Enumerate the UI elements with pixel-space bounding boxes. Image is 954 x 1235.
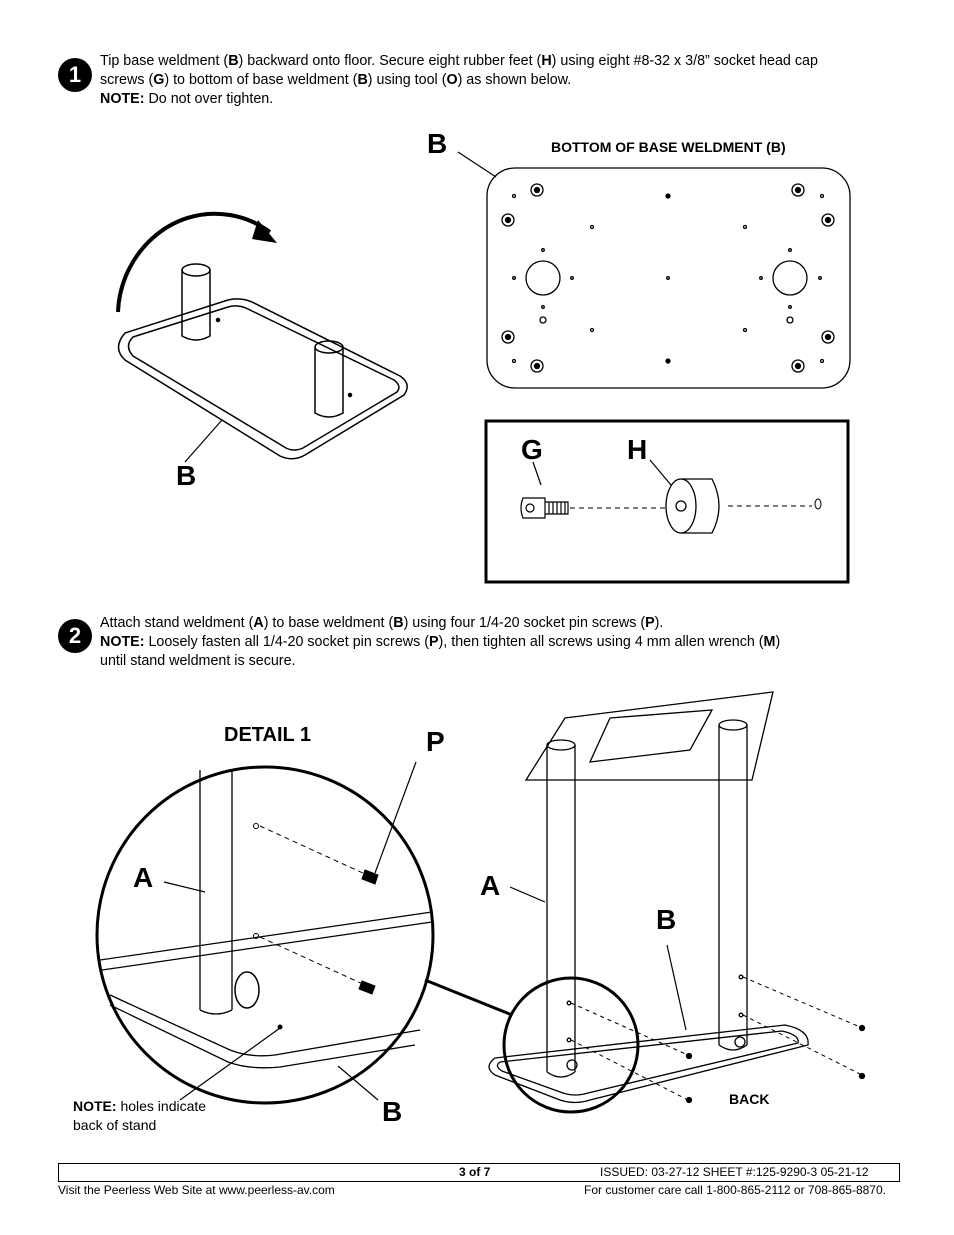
label-pin-screw-p: P <box>426 726 445 757</box>
step-1-note: NOTE: Do not over tighten. <box>100 91 274 107</box>
rubber-foot-icon <box>665 478 720 534</box>
step-1-badge: 1 <box>58 58 92 92</box>
stand-assembly-drawing <box>488 691 866 1114</box>
back-label: BACK <box>729 1091 770 1107</box>
corner-feet-holes <box>501 183 835 373</box>
socket-pin-screw-icon <box>358 980 376 995</box>
footer-bar: 3 of 7 ISSUED: 03-27-12 SHEET #:125-9290… <box>58 1163 900 1182</box>
bottom-of-base-caption: BOTTOM OF BASE WELDMENT (B) <box>551 139 786 155</box>
step-2-badge: 2 <box>58 619 92 653</box>
step-1-line-2: screws (G) to bottom of base weldment (B… <box>100 72 572 88</box>
website-link[interactable]: Visit the Peerless Web Site at www.peerl… <box>58 1183 335 1197</box>
step-2-line-1: Attach stand weldment (A) to base weldme… <box>100 615 664 631</box>
customer-care-text: For customer care call 1-800-865-2112 or… <box>584 1183 886 1197</box>
page-number: 3 of 7 <box>459 1165 491 1179</box>
label-base-weldment-top: B <box>427 128 448 159</box>
label-base-b-detail: B <box>382 1096 403 1127</box>
label-base-b-main: B <box>656 904 677 935</box>
label-screw-g: G <box>521 434 543 465</box>
socket-pin-screw-icon <box>361 869 379 885</box>
step-2-line-2: NOTE: Loosely fasten all 1/4-20 socket p… <box>100 634 781 650</box>
label-base-weldment-left: B <box>176 460 197 491</box>
step-1-instructions: Tip base weldment (B) backward onto floo… <box>100 52 900 109</box>
step-2-line-3: until stand weldment is secure. <box>100 653 296 669</box>
hardware-detail-box <box>484 419 850 584</box>
label-stand-a-detail: A <box>133 862 154 893</box>
step-2-instructions: Attach stand weldment (A) to base weldme… <box>100 614 900 671</box>
label-foot-h: H <box>627 434 648 465</box>
socket-cap-screw-icon <box>520 497 569 519</box>
rotate-arrow-icon <box>252 220 277 243</box>
tipped-base-drawing <box>116 211 408 463</box>
detail-1-magnified-view <box>95 761 513 1105</box>
issued-info: ISSUED: 03-27-12 SHEET #:125-9290-3 05-2… <box>600 1165 869 1179</box>
label-stand-a-main: A <box>480 870 501 901</box>
base-bottom-plate-drawing <box>457 151 851 389</box>
step-1-line-1: Tip base weldment (B) backward onto floo… <box>100 53 818 69</box>
detail-1-title: DETAIL 1 <box>224 724 312 746</box>
holes-note: NOTE: holes indicate back of stand <box>73 1098 207 1133</box>
